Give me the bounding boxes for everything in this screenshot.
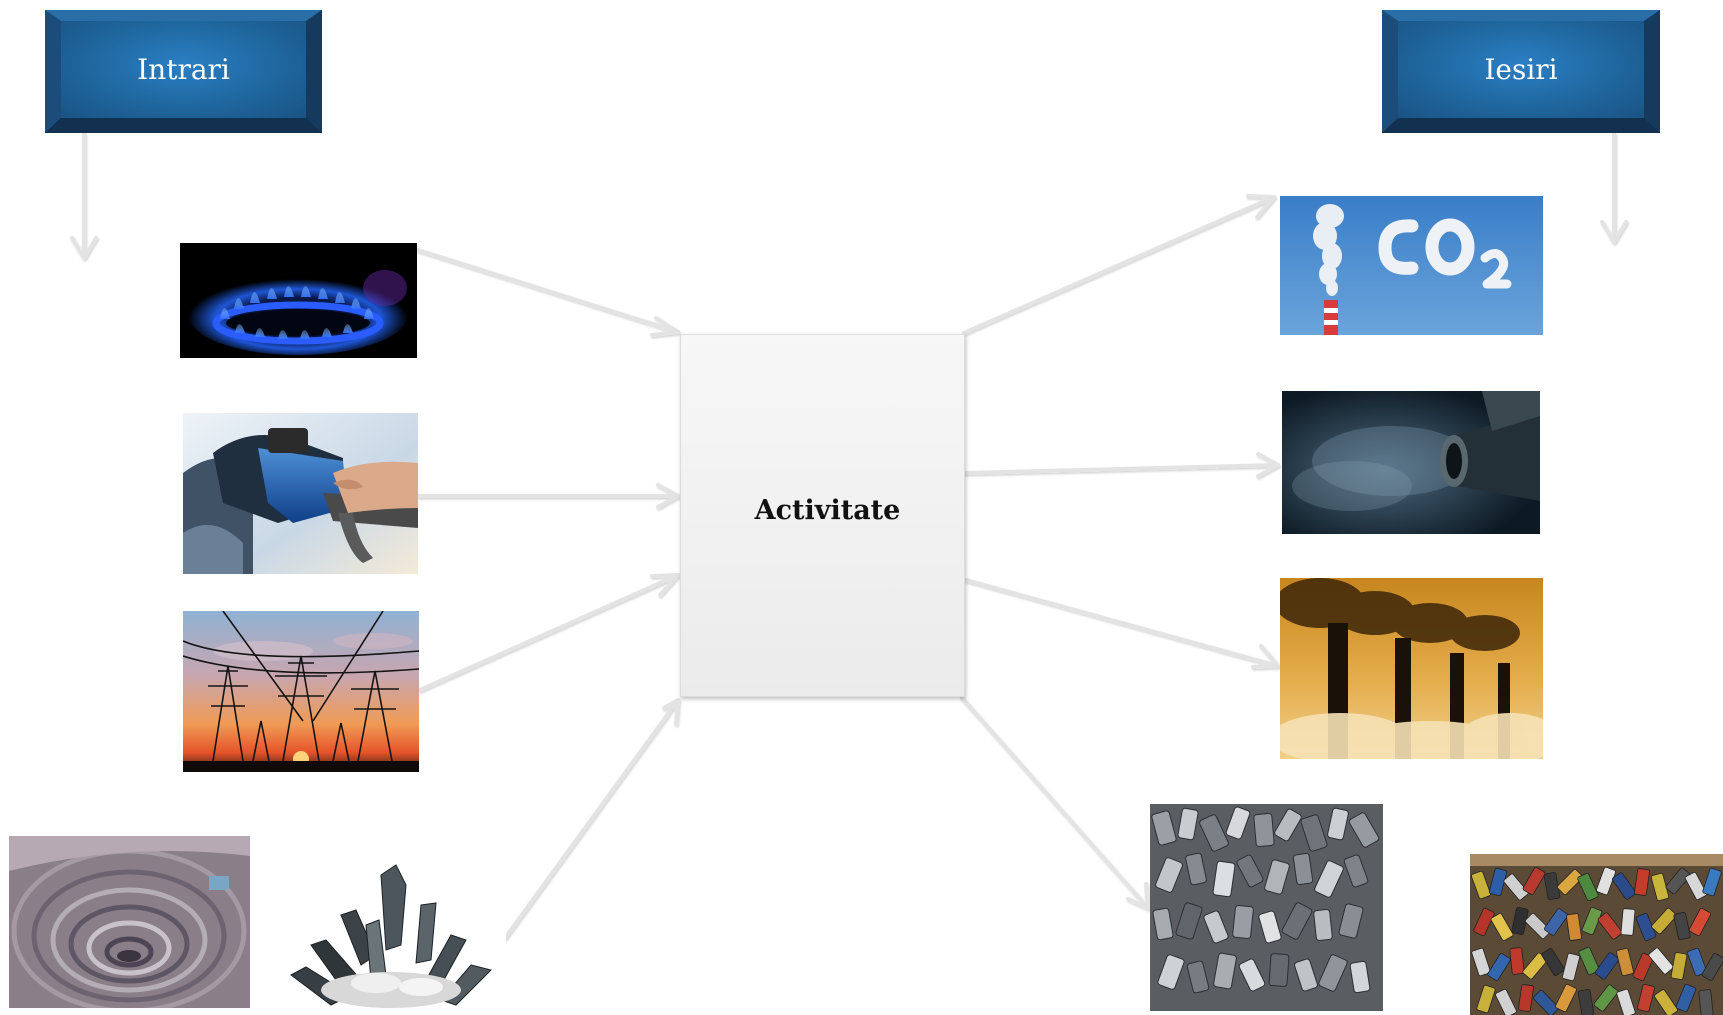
activity-box: Activitate xyxy=(680,334,965,697)
inputs-down-arrow xyxy=(70,132,98,260)
discarded-phones-image xyxy=(1150,804,1383,1011)
arrow-fuel-to-activity xyxy=(417,483,680,509)
mineral-crystal-image xyxy=(281,855,506,1015)
gas-flame-image xyxy=(180,243,417,358)
outputs-header: Iesiri xyxy=(1382,10,1660,133)
co2-smoke-image xyxy=(1280,196,1543,335)
arrow-activity-to-factory xyxy=(964,578,1280,669)
exhaust-smoke-image xyxy=(1282,391,1540,534)
inputs-header: Intrari xyxy=(45,10,322,133)
outputs-down-arrow xyxy=(1600,132,1628,244)
power-lines-image xyxy=(183,611,419,772)
fuel-nozzle-image xyxy=(183,413,418,574)
outputs-label: Iesiri xyxy=(1484,53,1558,86)
open-pit-mine-image xyxy=(9,836,250,1008)
arrow-power-to-activity xyxy=(418,573,680,692)
used-batteries-image xyxy=(1470,854,1723,1015)
arrow-activity-to-phones xyxy=(960,696,1150,910)
inputs-label: Intrari xyxy=(137,53,230,86)
arrow-activity-to-co2 xyxy=(962,194,1276,335)
factory-smokestacks-image xyxy=(1280,578,1543,759)
arrow-gas-to-activity xyxy=(416,248,680,337)
arrow-mineral-to-activity xyxy=(503,698,680,940)
arrow-activity-to-exhaust xyxy=(962,452,1280,478)
activity-label: Activitate xyxy=(754,495,901,526)
